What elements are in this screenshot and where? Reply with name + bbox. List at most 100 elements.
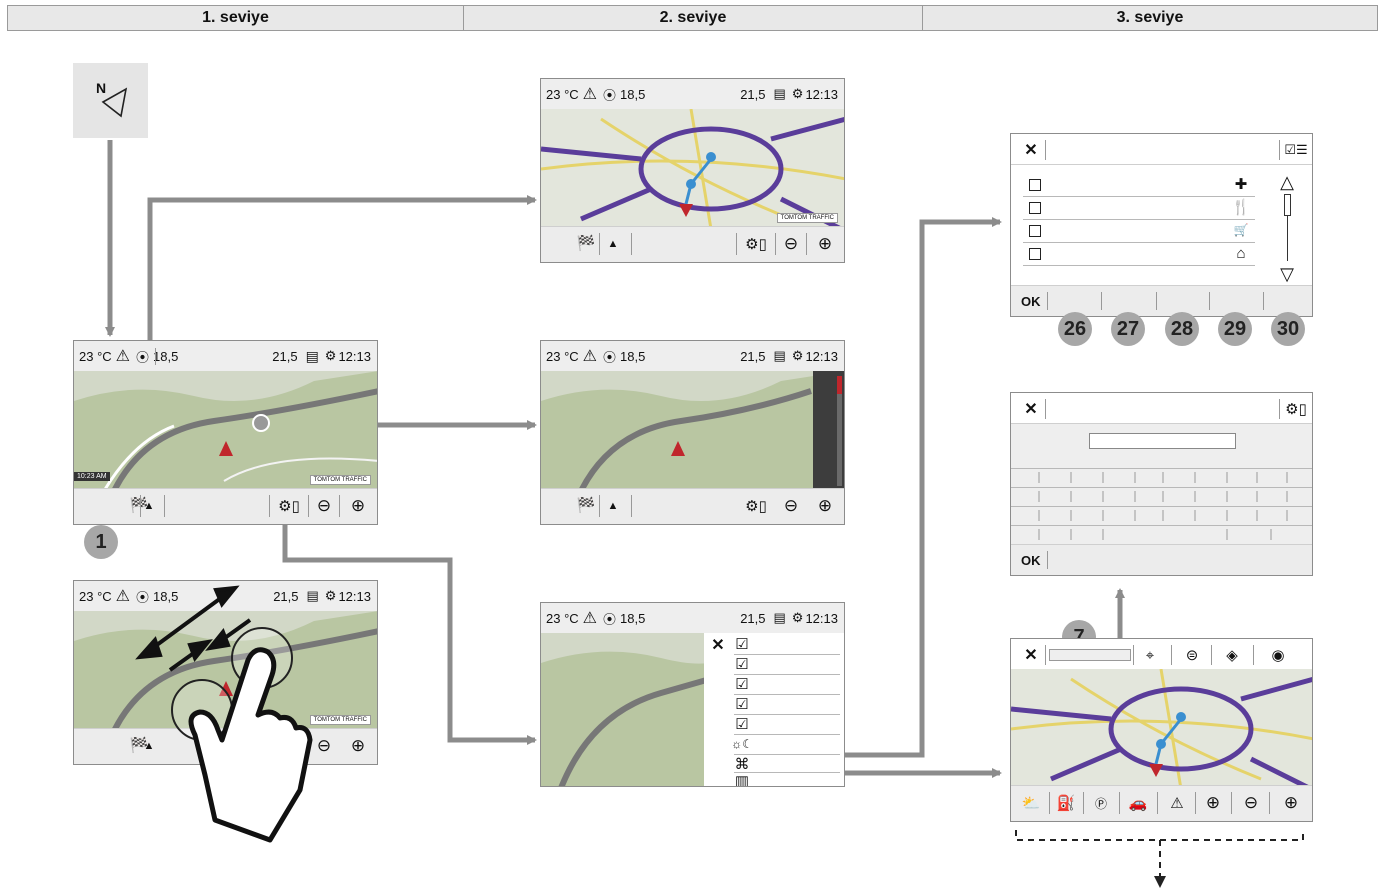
ok-button[interactable]: OK [1021,294,1041,309]
checkered-flag-icon[interactable]: 🏁 [129,737,149,754]
checklist-icon[interactable]: ☑ [735,636,749,653]
zoom-out-icon[interactable]: ⊖ [316,496,332,515]
ok-button[interactable]: OK [1021,553,1041,568]
scroll-down-icon[interactable]: ▽ [1280,263,1294,284]
north-icon[interactable]: ▲ [143,740,155,752]
warning-triangle-icon[interactable]: ⚠ [1170,795,1184,812]
zoom-out-icon[interactable]: ⊖ [1243,793,1259,812]
checklist-icon[interactable]: ☑ [735,716,749,733]
map-view[interactable]: TOMTOM TRAFFIC [541,109,844,227]
day-night-icon[interactable]: ☼☾ [731,737,753,751]
map-settings-icon[interactable]: ⚙▯ [278,498,300,515]
zoom-in-icon[interactable]: ⊕ [817,496,833,515]
search-input-screen: ✕ ⚙▯ OK [1010,392,1313,576]
checklist-icon[interactable]: ☑ [735,696,749,713]
map-view[interactable] [541,633,731,786]
zoom-in-icon[interactable]: ⊕ [1283,793,1299,812]
checkbox-3[interactable] [1029,225,1041,237]
crosshair-icon[interactable]: ⌖ [1145,646,1155,664]
checkered-flag-icon[interactable]: 🏁 [576,235,596,252]
traffic-icon[interactable]: 🚗 [1128,795,1148,812]
checkbox-2[interactable] [1029,202,1041,214]
callout-30: 30 [1271,312,1305,346]
checkbox-4[interactable] [1029,248,1041,260]
gear-icon: ⚙ [791,86,804,101]
radar-icon: ⦿ [603,611,617,627]
close-icon[interactable]: ✕ [1024,142,1038,159]
zoom-in-icon[interactable]: ⊕ [350,736,366,755]
cutlery-icon: 🍴 [1231,199,1251,216]
map-settings-icon[interactable]: ⚙▯ [745,236,767,253]
map-settings-icon[interactable]: ⚙▯ [1285,401,1307,418]
zoom-in-icon[interactable]: ⊕ [350,496,366,515]
callout-1: 1 [84,525,118,559]
message-icon: ▤ [773,348,786,363]
cross-icon: ✚ [1234,176,1248,193]
zoom-out-icon[interactable]: ⊖ [783,234,799,253]
status-bar: 23 °C ⚠ ⦿ 18,5 21,5 ▤ ⚙ 12:13 [79,588,371,605]
checkered-flag-icon[interactable]: 🏁 [129,497,149,514]
warning-triangle-icon: ⚠ [582,86,598,103]
checklist-icon[interactable]: ☑ [735,676,749,693]
weather-icon[interactable]: ⛅ [1021,795,1041,812]
poi-selection-screen: ✕ ☑☰ ✚ 🍴 🛒 ⌂ △ ▽ OK [1010,133,1313,317]
plus-icon[interactable]: ⊕ [1205,793,1221,812]
navigation-icon[interactable]: ◈ [1226,647,1238,664]
status-bar: 23 °C ⚠ ⦿ 18,5 21,5 ▤ ⚙ 12:13 [546,86,838,103]
scroll-up-icon[interactable]: △ [1280,171,1294,192]
side-menu: ✕ ☑ ☑ ☑ ☑ ☑ ☼☾ ⌘ ▥ [704,633,844,786]
north-icon[interactable]: ▲ [143,500,155,512]
checkered-flag-icon[interactable]: 🏁 [576,497,596,514]
zoom-out-icon[interactable]: ⊖ [783,496,799,515]
checkbox-1[interactable] [1029,179,1041,191]
parking-icon[interactable]: Ⓟ [1094,796,1107,811]
map-view[interactable]: TOMTOM TRAFFIC [74,611,377,729]
title-bar: ✕ ☑☰ [1011,134,1312,165]
nav-screen-level2-overview: 23 °C ⚠ ⦿ 18,5 21,5 ▤ ⚙ 12:13 TOMTOM TRA… [540,78,845,263]
callout-27: 27 [1111,312,1145,346]
close-icon[interactable]: ✕ [1024,401,1038,418]
north-icon[interactable]: ▲ [607,500,619,512]
north-icon[interactable]: ▲ [607,238,619,250]
gear-icon: ⚙ [791,348,804,363]
zoom-out-icon[interactable]: ⊖ [316,736,332,755]
map-view[interactable]: TOMTOM TRAFFIC 10:23 AM [74,371,377,489]
nav-screen-level1-gesture: 23 °C ⚠ ⦿ 18,5 21,5 ▤ ⚙ 12:13 TOMTOM TRA… [73,580,378,765]
keyboard-grid[interactable] [1011,468,1312,543]
checklist-icon[interactable]: ☑☰ [1284,142,1308,157]
building-icon: ⌂ [1236,244,1246,262]
map-settings-icon[interactable]: ⚙▯ [745,498,767,515]
bottom-toolbar: 🏁 ▲ ⚙▯ ⊖ ⊕ [74,488,377,524]
header-level-1: 1. seviye [7,5,464,31]
bottom-toolbar: 🏁 ▲ ⚙▯ ⊖ ⊕ [541,226,844,262]
close-icon[interactable]: ✕ [711,637,725,654]
footer-bar: OK [1011,544,1312,575]
message-icon: ▤ [305,347,319,364]
title-bar: ✕ ⚙▯ [1011,393,1312,424]
gear-icon: ⚙ [324,588,337,603]
checkered-flag-icon[interactable]: ◉ [1271,647,1285,664]
close-icon[interactable]: ✕ [1024,647,1038,664]
map-settings-icon[interactable]: ▥ [734,773,750,787]
map-view[interactable] [541,371,844,489]
poi-icon[interactable]: ⌘ [734,756,750,773]
radar-icon: ⦿ [603,349,617,365]
fuel-icon[interactable]: ⛽ [1056,795,1076,812]
compass-tile[interactable]: N [73,63,148,138]
zoom-in-icon[interactable]: ⊕ [817,234,833,253]
gear-icon: ⚙ [791,610,804,625]
map-time-label: 10:23 AM [74,472,110,481]
bottom-toolbar: 🏁 ▲ ⊖ ⊕ [74,728,377,764]
map-view[interactable] [1011,669,1312,786]
header-level-3: 3. seviye [922,5,1378,31]
search-input[interactable] [1049,649,1131,661]
checklist-icon[interactable]: ☑ [735,656,749,673]
status-bar: 23 °C ⚠ ⦿ 18,5 21,5 ▤ ⚙ 12:13 [546,348,838,365]
location-icon[interactable]: ⊜ [1185,647,1199,664]
scrollbar[interactable] [1284,194,1291,216]
search-input[interactable] [1089,433,1236,449]
nav-screen-level2-menu: 23 °C ⚠ ⦿ 18,5 21,5 ▤ ⚙ 12:13 ✕ ☑ ☑ ☑ ☑ … [540,602,845,787]
title-bar: ✕ ⌖ ⊜ ◈ ◉ [1011,639,1312,670]
bottom-toolbar: ⛅ ⛽ Ⓟ 🚗 ⚠ ⊕ ⊖ ⊕ [1011,785,1312,821]
nav-screen-level1-main: 23 °C ⚠ ⦿ 18,5 21,5 ▤ ⚙ 12:13 TOMTOM TRA… [73,340,378,525]
